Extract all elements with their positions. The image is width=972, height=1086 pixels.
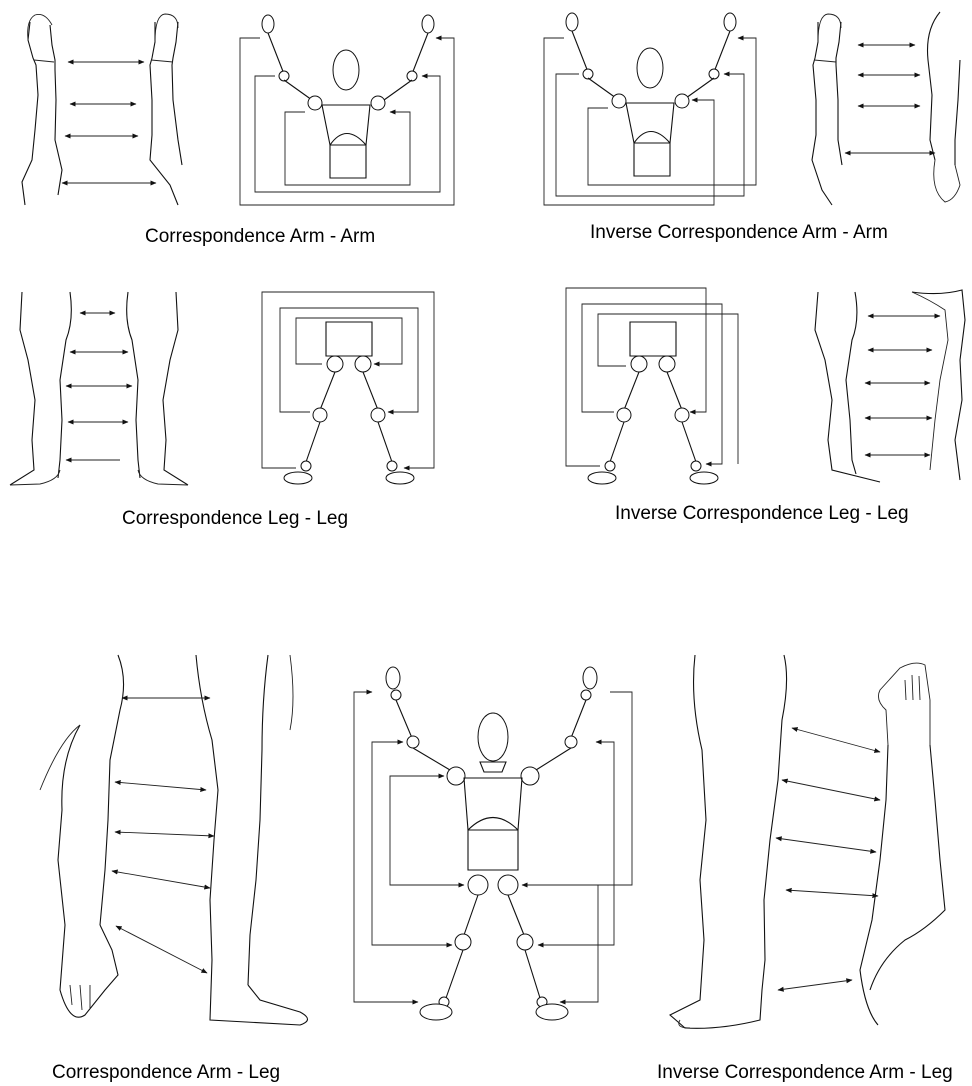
- caption-inverse-leg-leg: Inverse Correspondence Leg - Leg: [615, 503, 909, 525]
- panel-inverse-arm-arm-outline: [812, 12, 960, 205]
- panel-inverse-arm-leg-outline: [670, 655, 945, 1028]
- caption-arm-leg: Correspondence Arm - Leg: [52, 1062, 280, 1084]
- panel-inverse-arm-arm-mannequin: [544, 13, 756, 205]
- panel-leg-leg-outline: [10, 292, 188, 485]
- caption-leg-leg: Correspondence Leg - Leg: [122, 508, 348, 530]
- panel-arm-arm-outline: [22, 14, 182, 205]
- panel-arm-leg-outline: [40, 655, 308, 1025]
- panel-inverse-leg-leg-mannequin: [566, 288, 738, 484]
- caption-inverse-arm-arm: Inverse Correspondence Arm - Arm: [590, 222, 888, 244]
- caption-arm-arm: Correspondence Arm - Arm: [145, 226, 375, 248]
- panel-arm-arm-mannequin: [240, 15, 454, 205]
- caption-inverse-arm-leg: Inverse Correspondence Arm - Leg: [657, 1062, 953, 1084]
- panel-arm-leg-mannequin: [354, 667, 632, 1020]
- panel-leg-leg-mannequin: [262, 292, 434, 484]
- panel-inverse-leg-leg-outline: [815, 290, 965, 482]
